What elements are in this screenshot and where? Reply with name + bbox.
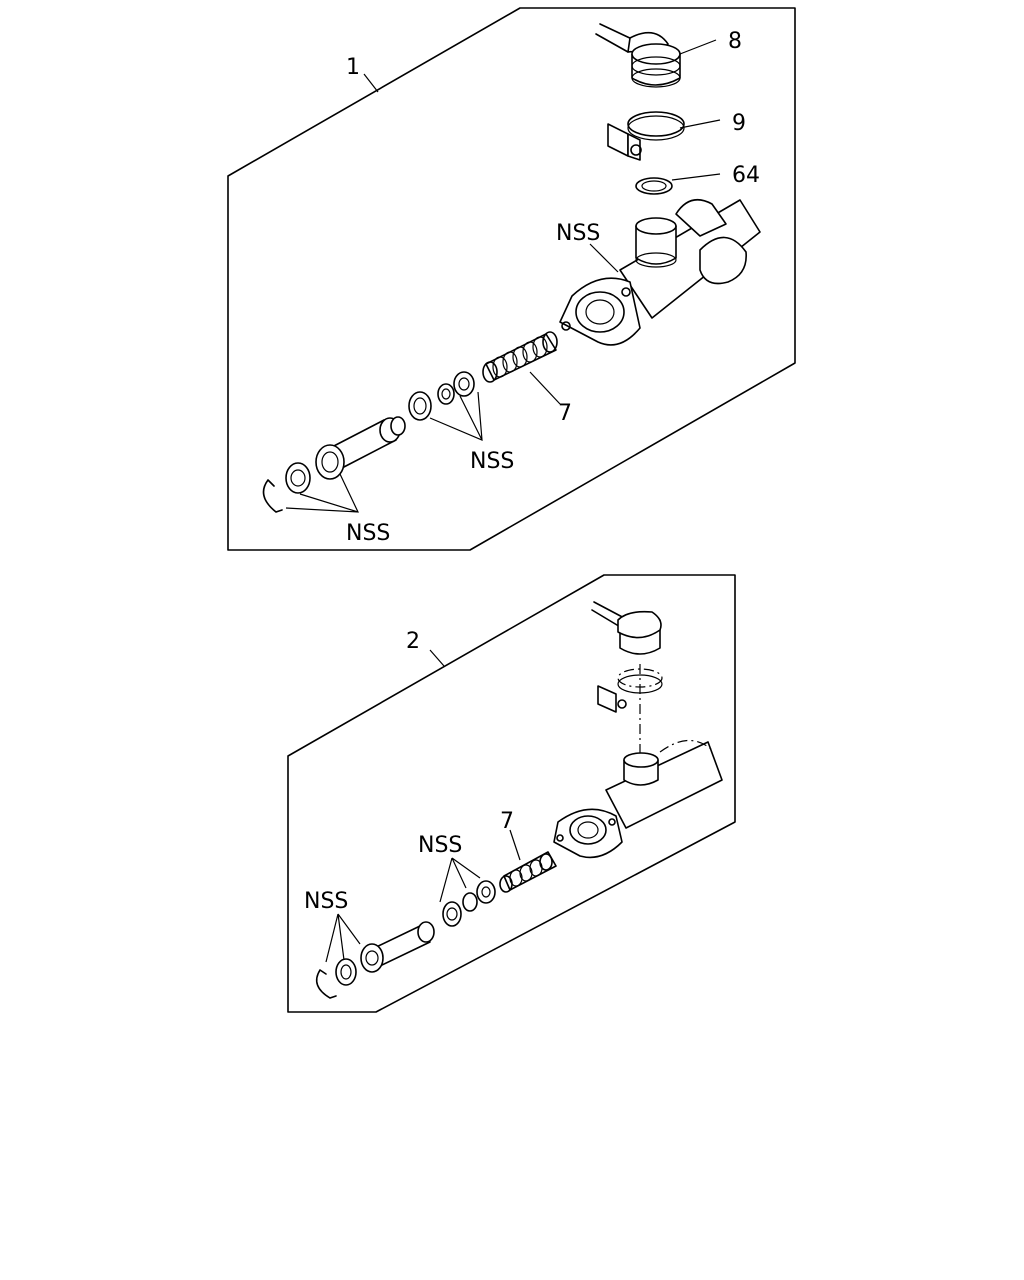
hose-clamp-2 xyxy=(597,664,663,756)
piston-assembly-1 xyxy=(315,416,406,480)
washer-snapring-2 xyxy=(315,958,357,999)
assembly-2-panel xyxy=(287,574,736,1013)
label-nss-seals-1: NSS xyxy=(470,449,514,474)
assembly-1-panel xyxy=(227,7,796,551)
reservoir-cap-2 xyxy=(591,601,662,655)
label-part-7b: 7 xyxy=(500,809,514,834)
return-spring-part-7b xyxy=(499,851,557,893)
seal-set-1 xyxy=(408,371,475,421)
label-part-9: 9 xyxy=(732,111,746,136)
label-part-64: 64 xyxy=(732,163,760,188)
o-ring-part-64 xyxy=(635,177,673,195)
label-nss-piston-1: NSS xyxy=(346,521,390,546)
master-cylinder-body-1 xyxy=(559,198,761,346)
washer-snapring-1 xyxy=(262,462,311,513)
label-assembly-1: 1 xyxy=(346,55,360,80)
seal-set-2 xyxy=(442,880,496,927)
label-part-7a: 7 xyxy=(558,401,572,426)
label-assembly-2: 2 xyxy=(406,629,420,654)
label-nss-body-1: NSS xyxy=(556,221,600,246)
master-cylinder-body-2 xyxy=(553,739,723,859)
callout-labels: 1 8 9 64 NSS 7 NSS NSS 2 7 NSS NSS xyxy=(304,29,760,914)
leader-lines-1 xyxy=(285,39,721,513)
leader-lines-2 xyxy=(325,649,521,963)
label-nss-seals-2: NSS xyxy=(418,833,462,858)
label-part-8: 8 xyxy=(728,29,742,54)
return-spring-part-7a xyxy=(482,331,558,383)
reservoir-cap-part-8 xyxy=(595,23,681,88)
hose-clamp-part-9 xyxy=(607,111,685,161)
piston-assembly-2 xyxy=(360,921,435,973)
label-nss-piston-2: NSS xyxy=(304,889,348,914)
